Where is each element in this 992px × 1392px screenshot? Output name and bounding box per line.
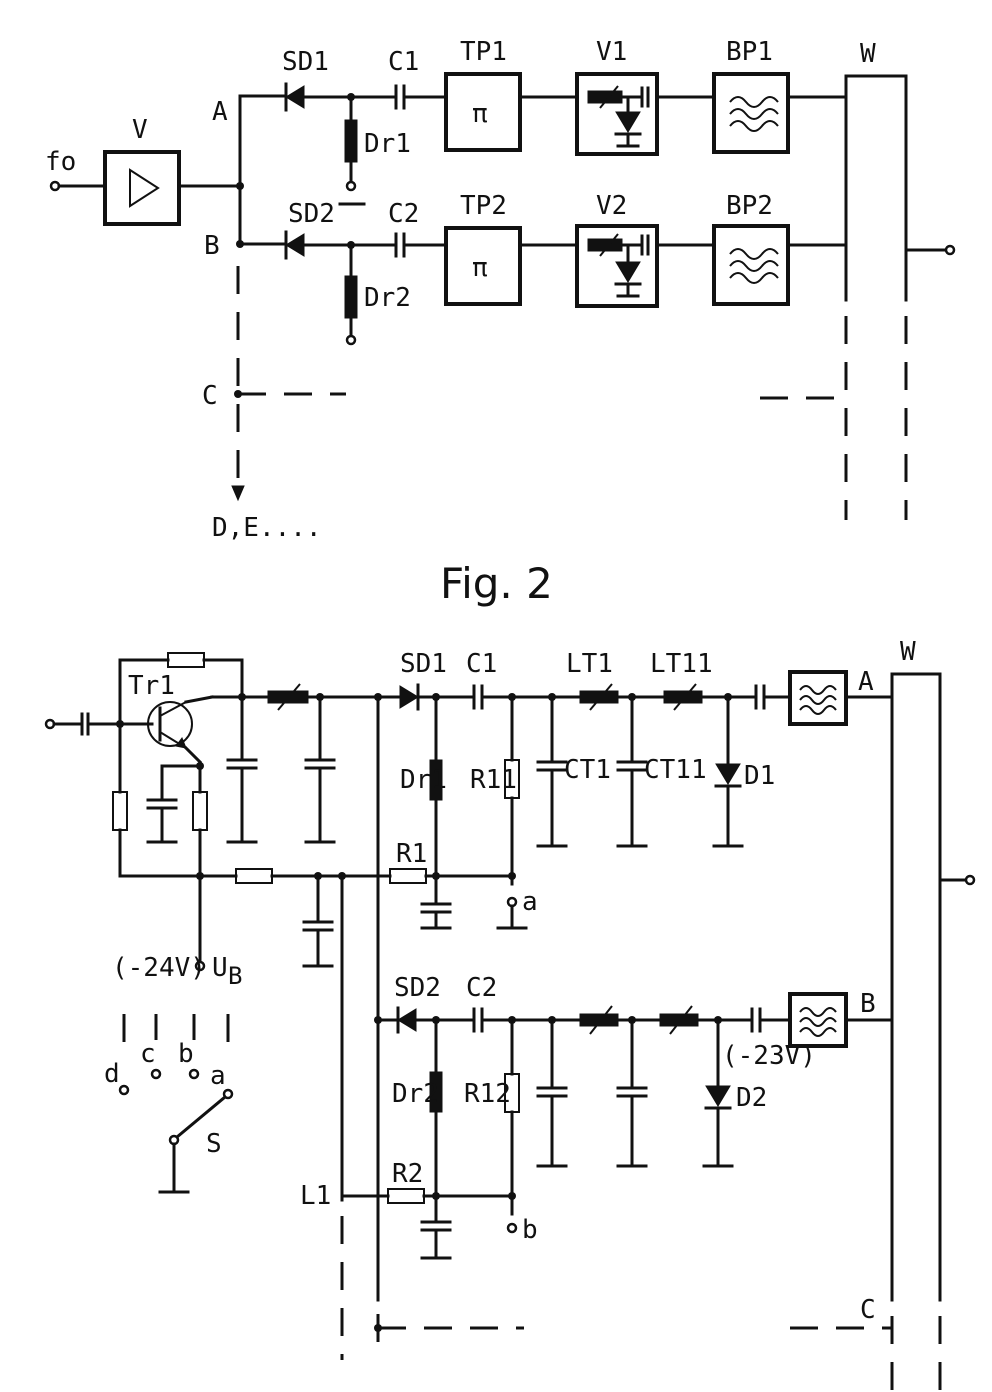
c2-label: C2 [388,199,419,229]
switch-pos-b: b [178,1039,194,1069]
more-channels-label: D,E.... [212,513,322,543]
tp2-label: TP2 [460,191,507,221]
bp1-label: BP1 [726,37,773,67]
c2-label-fig2: C2 [466,973,497,1003]
v1-block [575,72,659,156]
r2-label: R2 [392,1159,423,1189]
tp1-label: TP1 [460,37,507,67]
continuation-arrow [231,485,245,502]
tr1-label: Tr1 [128,671,175,701]
c1-label-fig2: C1 [466,649,497,679]
output-c-label: C [860,1295,876,1325]
ct1-label: CT1 [564,755,611,785]
combiner-w-label: W [860,39,876,69]
contact-b-label: b [522,1215,538,1245]
switch-pos-c: c [140,1039,156,1069]
sd2-diode [285,233,305,257]
line-l1-label: L1 [300,1181,331,1211]
combiner-w-label-fig2: W [900,637,916,667]
sd1-label: SD1 [282,47,329,77]
switch-pos-a: a [210,1061,226,1091]
dr1-label-fig2: Dr1 [400,765,447,795]
tp2-symbol: π [472,253,488,283]
figure-caption: Fig. 2 [440,559,553,608]
node-b-label: B [204,231,220,261]
v1-label: V1 [596,37,627,67]
lt11-label: LT11 [650,649,713,679]
bp1-block [712,72,790,154]
amplifier-label: V [132,115,148,145]
supply-sub-label: B [228,962,242,990]
bp2-block [712,224,790,306]
node-c-label: C [202,381,218,411]
tp2-block [444,226,522,306]
d2-diode [705,1085,731,1107]
v2-label: V2 [596,191,627,221]
dr1-label: Dr1 [364,129,411,159]
tp1-symbol: π [472,99,488,129]
sd1-label-fig2: SD1 [400,649,447,679]
output-a-label: A [858,667,874,697]
tp1-block [444,72,522,152]
dr2-label: Dr2 [364,283,411,313]
sd1-diode [285,85,305,109]
figure-1: fo V A B C D,E.... SD1 Dr1 C1 [45,37,956,543]
dr2-label-fig2: Dr2 [392,1079,439,1109]
v2-block [575,224,659,308]
dr2-choke [344,275,358,319]
node-a-label: A [212,97,228,127]
sd2-label: SD2 [288,199,335,229]
output-b-label: B [860,989,876,1019]
sd2-diode-fig2 [397,1008,417,1032]
sd1-diode-fig2 [399,685,419,709]
tr1-transistor [147,701,193,747]
d1-diode [715,763,741,785]
supply-voltage-label: (-24V) [112,953,206,983]
c1-label: C1 [388,47,419,77]
switch-pos-d: d [104,1059,120,1089]
figure-2: Tr1 [44,637,976,1392]
amplifier-block [103,150,181,226]
filter-b [788,992,848,1048]
bp2-label: BP2 [726,191,773,221]
d2-label: D2 [736,1083,767,1113]
input-label: fo [45,147,76,177]
r1-label: R1 [396,839,427,869]
ct11-label: CT11 [644,755,707,785]
sd2-label-fig2: SD2 [394,973,441,1003]
switch-label: S [206,1129,222,1159]
contact-a-label: a [522,887,538,917]
lt1-label: LT1 [566,649,613,679]
r12-label: R12 [464,1079,511,1109]
r11-label: R11 [470,765,517,795]
amplifier-symbol [129,168,160,208]
dr1-choke [344,119,358,163]
filter-a [788,670,848,726]
supply-label: U [212,953,228,983]
d1-label: D1 [744,761,775,791]
output-terminal [944,244,956,256]
